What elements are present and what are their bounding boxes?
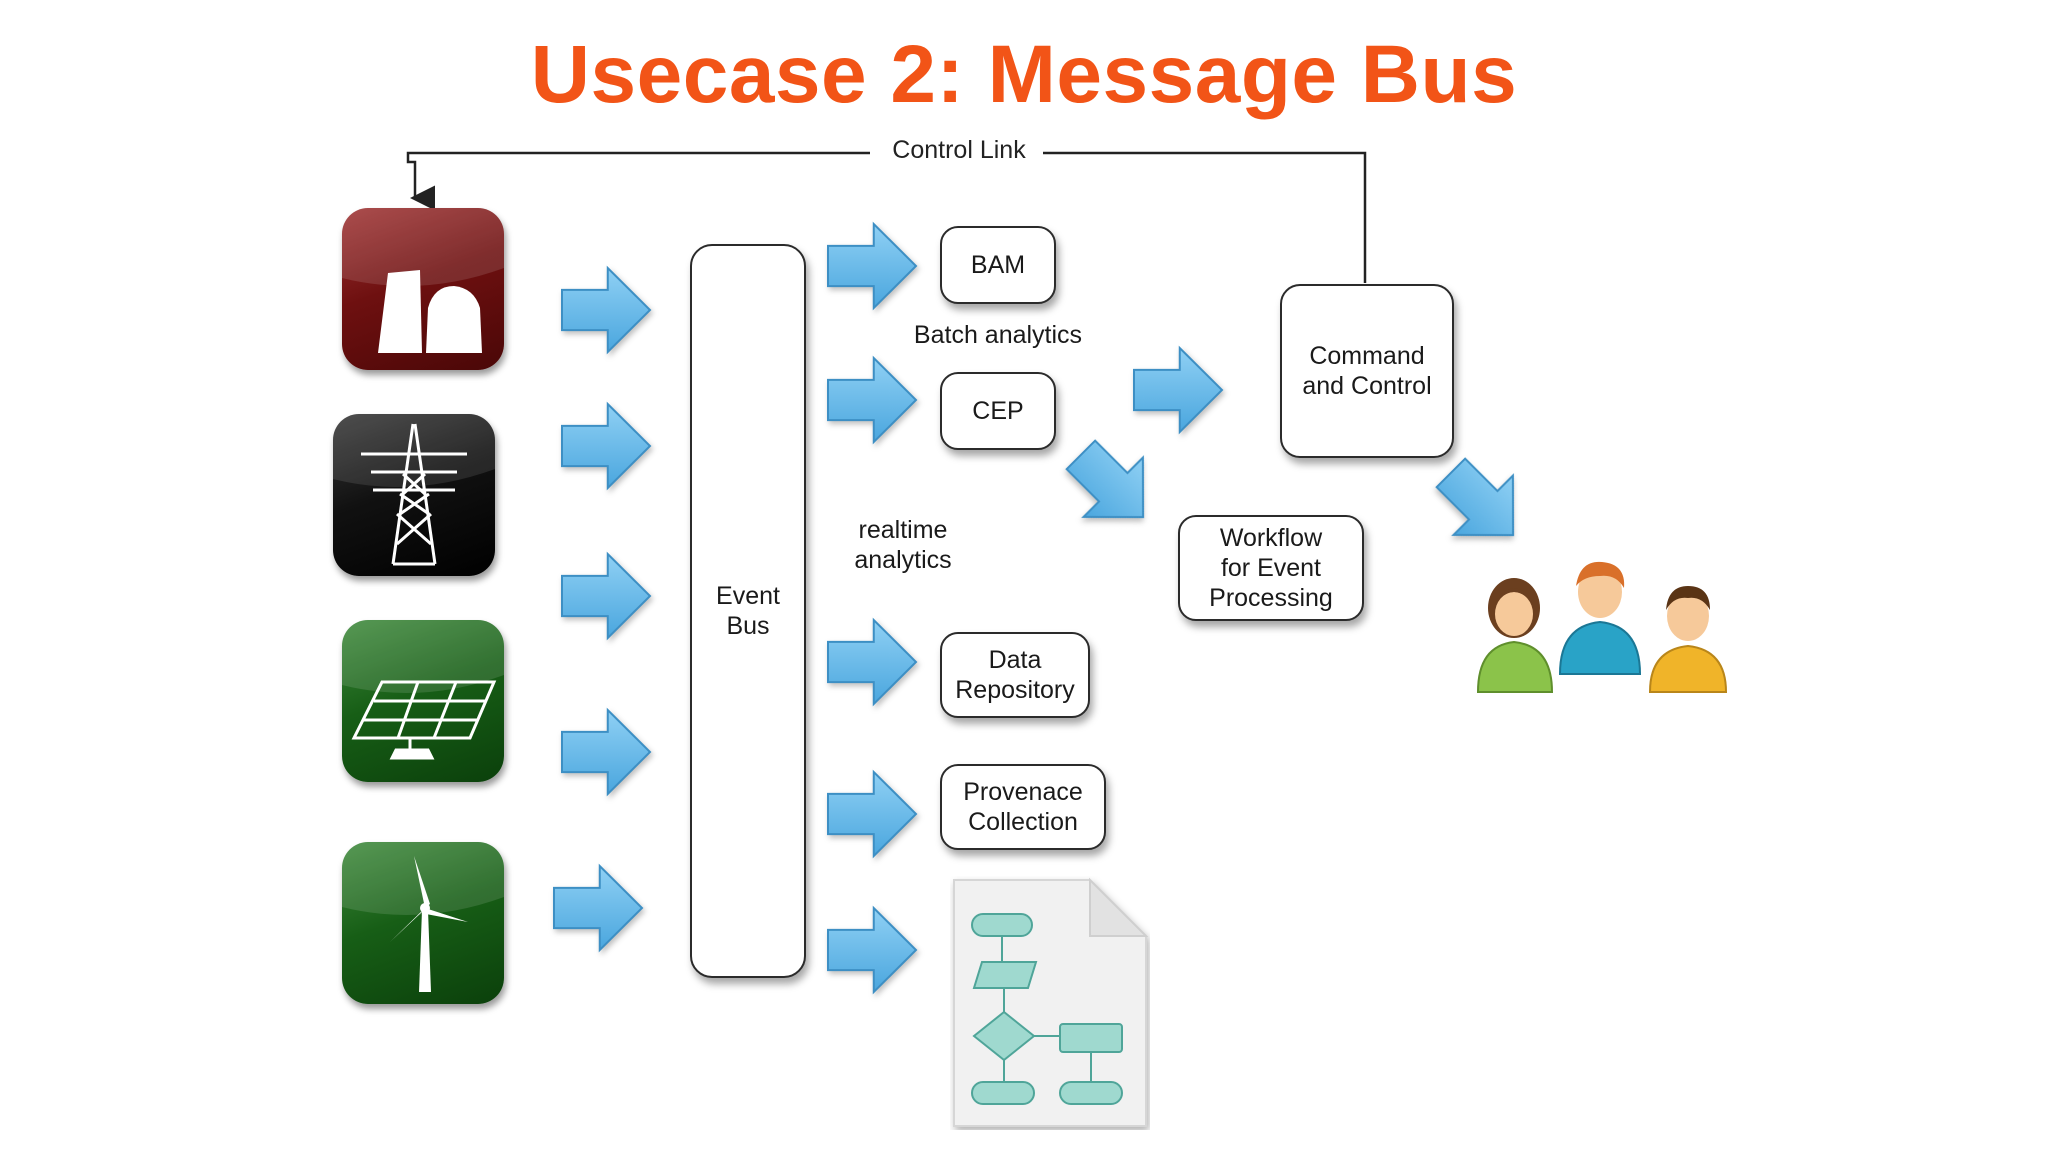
arrow-cep-to-command (1133, 345, 1224, 435)
arrow-bus-to-cep (827, 355, 918, 445)
users-group-icon (1470, 546, 1740, 696)
data-repository-node: Data Repository (940, 632, 1090, 718)
arrow-power-plant-to-bus (561, 265, 652, 355)
arrow-wind-to-bus (553, 863, 644, 953)
transmission-tower-icon (333, 414, 495, 576)
wind-turbine-icon (342, 842, 504, 1004)
control-link-label: Control Link (875, 136, 1043, 165)
realtime-analytics-label: realtime analytics (854, 516, 952, 574)
solar-panel-icon (342, 620, 504, 782)
arrow-solar-2-to-bus (561, 707, 652, 797)
page-title: Usecase 2: Message Bus (530, 29, 1518, 120)
arrow-bus-to-workflow-doc (827, 905, 918, 995)
arrow-tower-to-bus (561, 401, 652, 491)
control-link-line (408, 151, 1367, 283)
arrow-solar-1-to-bus (561, 551, 652, 641)
arrow-bus-to-data-repository (827, 617, 918, 707)
bam-node: BAM (940, 226, 1056, 304)
provenance-collection-node: Provenace Collection (940, 764, 1106, 850)
cep-node: CEP (940, 372, 1056, 450)
arrow-bus-to-provenance (827, 769, 918, 859)
workflow-document-icon (950, 876, 1150, 1130)
event-bus: Event Bus (690, 244, 806, 978)
command-and-control-node: Command and Control (1280, 284, 1454, 458)
arrow-command-to-users (1435, 457, 1515, 537)
batch-analytics-label: Batch analytics (913, 321, 1083, 349)
power-plant-icon (342, 208, 504, 370)
workflow-node: Workflow for Event Processing (1178, 515, 1364, 621)
arrow-cep-to-workflow (1065, 439, 1145, 519)
arrow-bus-to-bam (827, 221, 918, 311)
